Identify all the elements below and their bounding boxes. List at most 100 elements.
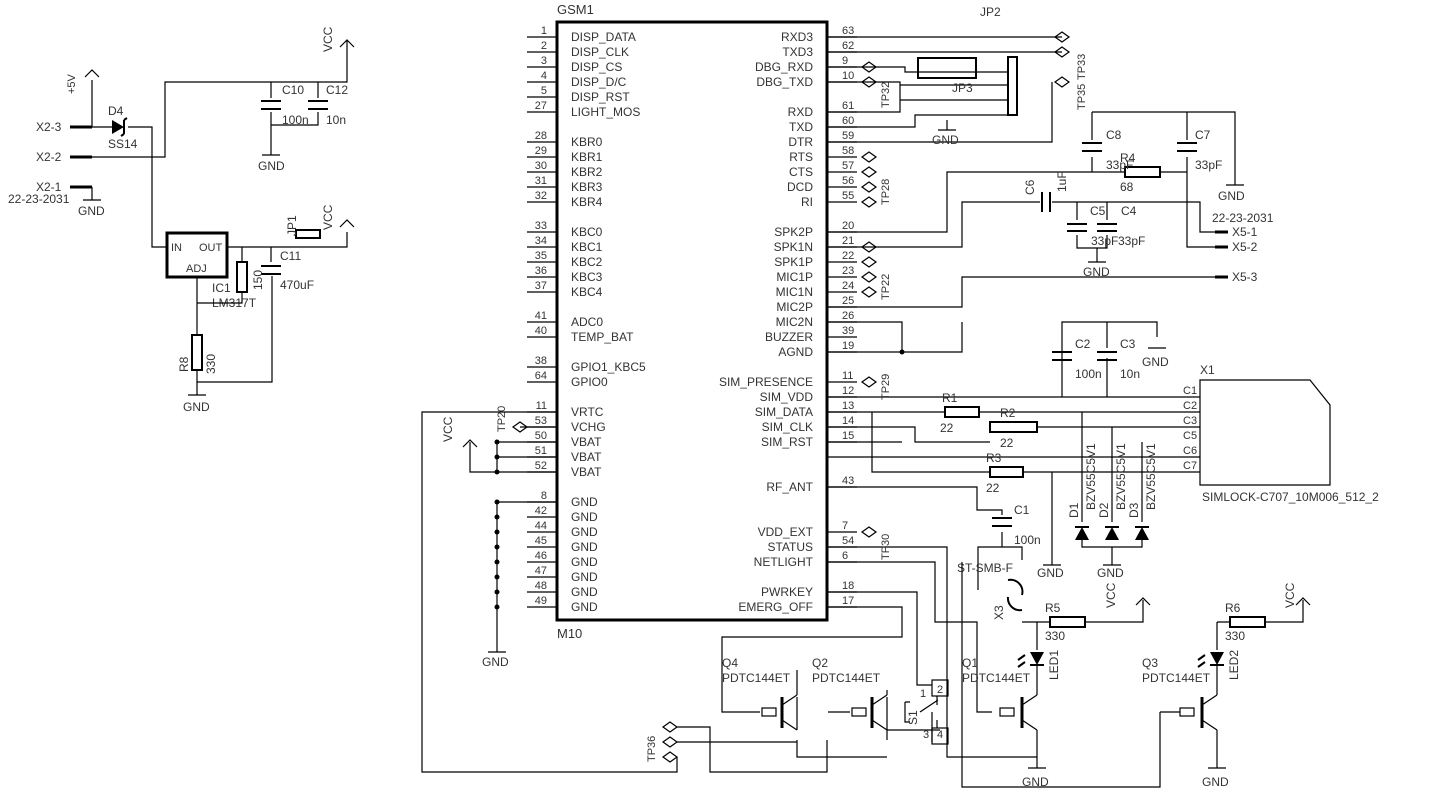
vcc-label-jp1: VCC bbox=[321, 204, 335, 230]
right-pin-label: SIM_PRESENCE bbox=[719, 375, 813, 389]
led2-name: LED2 bbox=[1227, 650, 1241, 680]
q3-value: PDTC144ET bbox=[1142, 671, 1211, 685]
test-point-marker bbox=[860, 151, 878, 163]
left-pin-label: GND bbox=[571, 540, 598, 554]
x3-name: X3 bbox=[992, 605, 1006, 620]
test-point-marker bbox=[860, 256, 878, 268]
r2-value: 22 bbox=[1000, 436, 1014, 450]
ic1-out: OUT bbox=[199, 242, 223, 254]
sim-holder-value: SIMLOCK-C707_10M006_512_2 bbox=[1202, 490, 1379, 504]
s1-name: S1 bbox=[906, 710, 920, 725]
c7-value: 33pF bbox=[1195, 158, 1222, 172]
right-pin-label: RXD bbox=[788, 105, 814, 119]
gnd-label-d2: GND bbox=[1097, 566, 1124, 580]
c5-value: 33pF bbox=[1091, 234, 1118, 248]
right-pin-label: SIM_RST bbox=[761, 435, 814, 449]
left-pin-number: 34 bbox=[535, 235, 547, 247]
c11-value: 470uF bbox=[280, 278, 314, 292]
x3-value: ST-SMB-F bbox=[957, 561, 1013, 575]
c10-value: 100n bbox=[282, 113, 309, 127]
jp2-name: JP2 bbox=[980, 5, 1001, 19]
test-point-marker bbox=[1053, 76, 1071, 88]
left-pin-number: 49 bbox=[535, 595, 547, 607]
right-pin-number: 56 bbox=[842, 175, 854, 187]
left-pin-label: DISP_CLK bbox=[571, 45, 629, 59]
left-pin-number: 33 bbox=[535, 220, 547, 232]
left-pin-number: 8 bbox=[541, 490, 547, 502]
c2-value: 100n bbox=[1075, 367, 1102, 381]
left-pin-label: VCHG bbox=[571, 420, 606, 434]
vcc-label-led1: VCC bbox=[1104, 582, 1118, 608]
right-pin-label: VDD_EXT bbox=[758, 525, 814, 539]
left-pin-number: 37 bbox=[535, 280, 547, 292]
right-pin-number: 24 bbox=[842, 280, 854, 292]
left-pin-label: DISP_D/C bbox=[571, 75, 627, 89]
left-pin-label: KBR4 bbox=[571, 195, 603, 209]
sim-c7: C7 bbox=[1183, 460, 1197, 472]
r1-name: R1 bbox=[942, 391, 958, 405]
left-pin-label: GPIO1_KBC5 bbox=[571, 360, 646, 374]
left-pin-label: TEMP_BAT bbox=[571, 330, 634, 344]
left-pin-label: KBC2 bbox=[571, 255, 603, 269]
left-pin-number: 32 bbox=[535, 190, 547, 202]
right-pin-number: 19 bbox=[842, 340, 854, 352]
left-pin-number: 28 bbox=[535, 130, 547, 142]
q4-name: Q4 bbox=[722, 656, 738, 670]
left-pin-label: GND bbox=[571, 510, 598, 524]
right-pin-number: 20 bbox=[842, 220, 854, 232]
left-pin-label: KBC0 bbox=[571, 225, 603, 239]
right-pin-number: 9 bbox=[842, 55, 848, 67]
c4-value: 33pF bbox=[1118, 234, 1145, 248]
c6-value: 1uF bbox=[1055, 171, 1069, 192]
gnd-label-jp3: GND bbox=[932, 133, 959, 147]
left-pin-label: ADC0 bbox=[571, 315, 603, 329]
right-pin-label: NETLIGHT bbox=[754, 555, 814, 569]
test-point-marker bbox=[1053, 46, 1071, 58]
test-point-marker bbox=[860, 196, 878, 208]
left-pin-number: 36 bbox=[535, 265, 547, 277]
gnd-label-x2: GND bbox=[78, 204, 105, 218]
test-point-marker bbox=[860, 271, 878, 283]
right-pin-label: SPK1N bbox=[774, 240, 813, 254]
left-pin-number: 51 bbox=[535, 445, 547, 457]
q3-name: Q3 bbox=[1142, 656, 1158, 670]
test-point-marker bbox=[860, 166, 878, 178]
r5-name: R5 bbox=[1045, 601, 1061, 615]
left-pin-label: KBC4 bbox=[571, 285, 603, 299]
power-key-section: Q4 PDTC144ET Q2 PDTC144ET S1 1 2 3 4 TP3… bbox=[421, 406, 949, 773]
right-pin-number: 39 bbox=[842, 325, 854, 337]
right-pin-label: BUZZER bbox=[765, 330, 813, 344]
right-pin-number: 63 bbox=[842, 25, 854, 37]
left-pin-number: 3 bbox=[541, 55, 547, 67]
left-pin-label: GPIO0 bbox=[571, 375, 608, 389]
sim-c1: C1 bbox=[1183, 385, 1197, 397]
c7-name: C7 bbox=[1195, 128, 1211, 142]
r4-value: 68 bbox=[1120, 180, 1134, 194]
left-pin-number: 64 bbox=[535, 370, 547, 382]
gnd-label-q3: GND bbox=[1202, 775, 1229, 789]
gnd-label-q1: GND bbox=[1022, 775, 1049, 789]
module-value: M10 bbox=[557, 626, 582, 641]
right-pin-number: 10 bbox=[842, 70, 854, 82]
right-pin-label: PWRKEY bbox=[761, 585, 813, 599]
ic1-in: IN bbox=[171, 242, 182, 254]
right-pin-label: TXD bbox=[789, 120, 813, 134]
right-pin-label: STATUS bbox=[767, 540, 813, 554]
c11-name: C11 bbox=[280, 249, 301, 263]
d4-name: D4 bbox=[108, 104, 124, 118]
right-pin-label: SIM_CLK bbox=[762, 420, 813, 434]
left-pin-label: KBC3 bbox=[571, 270, 603, 284]
right-pin-number: 12 bbox=[842, 385, 854, 397]
left-pin-number: 47 bbox=[535, 565, 547, 577]
gnd-label-d1: GND bbox=[1037, 566, 1064, 580]
c8-name: C8 bbox=[1106, 128, 1122, 142]
left-pin-number: 30 bbox=[535, 160, 547, 172]
right-pin-label: EMERG_OFF bbox=[738, 600, 813, 614]
right-pin-number: 62 bbox=[842, 40, 854, 52]
right-pin-label: RTS bbox=[789, 150, 813, 164]
led-section: VCC R5 330 LED1 GND Q1 PDTC144ET VCC R6 … bbox=[827, 546, 1311, 789]
left-pin-number: 52 bbox=[535, 460, 547, 472]
left-pin-number: 27 bbox=[535, 100, 547, 112]
right-pin-label: DBG_TXD bbox=[756, 75, 813, 89]
